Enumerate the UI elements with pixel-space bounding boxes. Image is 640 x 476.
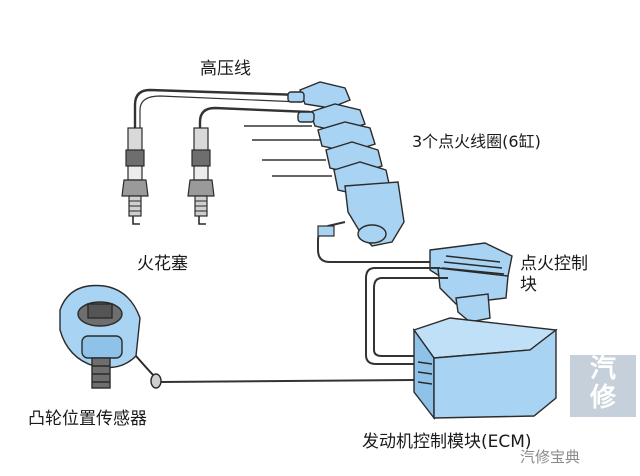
spark-plug-left xyxy=(121,127,149,225)
ignition-control-module-label-line2: 块 xyxy=(520,275,537,295)
watermark-logo: 汽 修 xyxy=(570,355,636,417)
watermark-line1: 汽 xyxy=(589,354,616,384)
ignition-control-module-label-line1: 点火控制 xyxy=(520,254,588,274)
spark-plug-label: 火花塞 xyxy=(137,254,188,274)
ignition-coil-pack xyxy=(287,81,405,247)
high-voltage-wire-label: 高压线 xyxy=(200,59,251,79)
ignition-control-module xyxy=(429,242,513,323)
engine-control-module xyxy=(412,317,558,421)
watermark-line2: 修 xyxy=(589,383,616,413)
ecm-harness-wires xyxy=(159,267,448,383)
ignition-coils-label: 3个点火线圈(6缸) xyxy=(412,132,541,151)
engine-control-module-label: 发动机控制模块(ECM) xyxy=(362,432,532,452)
coil-to-module-wire xyxy=(317,221,440,263)
coil-signal-wires xyxy=(244,125,332,177)
camshaft-position-sensor-label: 凸轮位置传感器 xyxy=(28,409,147,429)
watermark-subtitle: 汽修宝典 xyxy=(520,448,581,466)
camshaft-position-sensor xyxy=(59,284,162,389)
high-voltage-wires xyxy=(133,88,311,128)
spark-plug-right xyxy=(187,127,215,225)
